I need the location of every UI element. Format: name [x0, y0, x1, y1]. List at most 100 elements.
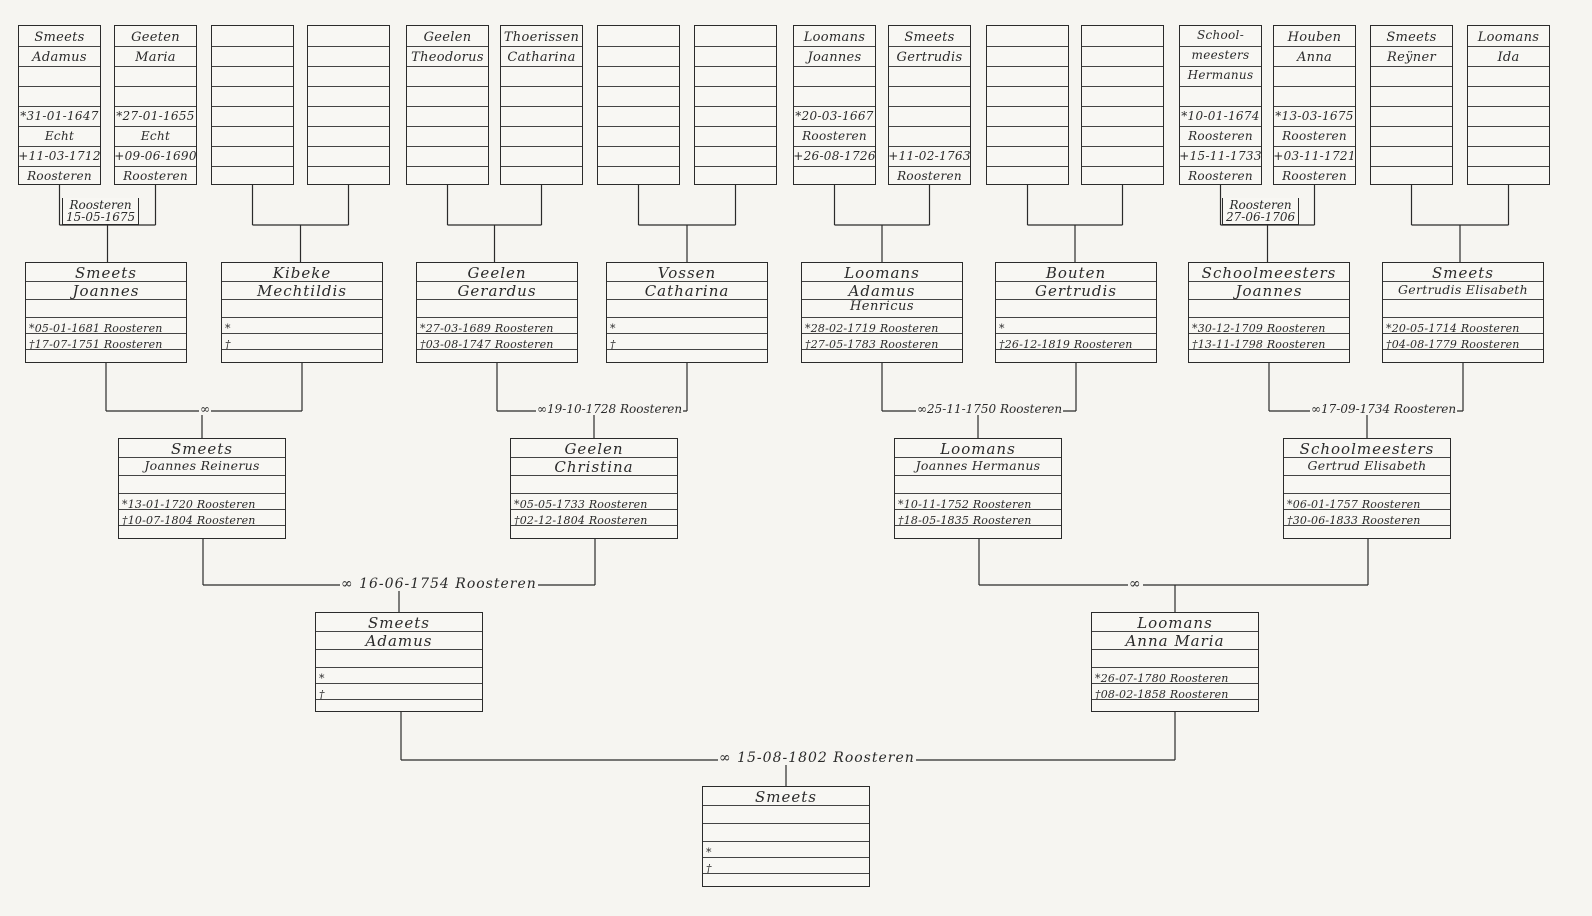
- marriage-text: 27-06-1706: [1226, 210, 1296, 224]
- ancestor-date-line: +26-08-1726: [793, 149, 876, 163]
- ruled-line: [1371, 46, 1452, 47]
- ruled-line: [222, 281, 382, 282]
- ruled-line: [212, 166, 293, 167]
- ruled-line: [212, 66, 293, 67]
- person-name-line: Kibeke: [272, 264, 332, 282]
- ancestor-date-line: +11-02-1763: [888, 149, 971, 163]
- ruled-line: [607, 281, 767, 282]
- ruled-line: [889, 166, 970, 167]
- ruled-line: [1468, 46, 1549, 47]
- ruled-line: [802, 333, 962, 334]
- ancestor-date-line: *31-01-1647: [20, 109, 99, 123]
- ruled-line: [1082, 126, 1163, 127]
- ruled-line: [501, 146, 582, 147]
- ruled-line: [407, 146, 488, 147]
- ruled-line: [115, 46, 196, 47]
- ancestor-date-line: +03-11-1721: [1273, 149, 1356, 163]
- ruled-line: [996, 299, 1156, 300]
- ruled-line: [987, 146, 1068, 147]
- ruled-line: [1383, 317, 1543, 318]
- ruled-line: [501, 126, 582, 127]
- ruled-line: [501, 106, 582, 107]
- ruled-line: [996, 317, 1156, 318]
- ruled-line: [308, 86, 389, 87]
- ruled-line: [1371, 166, 1452, 167]
- ruled-line: [115, 86, 196, 87]
- ruled-line: [119, 509, 285, 510]
- death-date: †02-12-1804 Roosteren: [514, 514, 648, 527]
- ruled-line: [19, 166, 100, 167]
- marriage-label: ∞19-10-1728 Roosteren: [536, 403, 684, 415]
- ruled-line: [1274, 86, 1355, 87]
- ancestor-name-line: Ida: [1497, 50, 1520, 65]
- ruled-line: [1180, 146, 1261, 147]
- ruled-line: [1082, 146, 1163, 147]
- ancestor-name-line: Loomans: [1477, 30, 1540, 45]
- ancestor-date-line: Roosteren: [123, 169, 188, 183]
- ruled-line: [511, 525, 677, 526]
- ancestor-card: [307, 25, 390, 185]
- ruled-line: [501, 86, 582, 87]
- person-name-line: Joannes: [72, 282, 140, 300]
- ruled-line: [1082, 106, 1163, 107]
- ruled-line: [794, 126, 875, 127]
- ruled-line: [1383, 349, 1543, 350]
- person-name-line: Joannes Hermanus: [915, 458, 1041, 473]
- marriage-text: Roosteren: [1229, 198, 1292, 212]
- ruled-line: [607, 333, 767, 334]
- person-name-line: Geelen: [467, 264, 527, 282]
- ruled-line: [1284, 457, 1450, 458]
- birth-date: *13-01-1720 Roosteren: [122, 498, 256, 511]
- ruled-line: [1082, 46, 1163, 47]
- birth-date: *20-05-1714 Roosteren: [1386, 322, 1520, 335]
- ruled-line: [1092, 631, 1258, 632]
- person-name-line: Anna Maria: [1125, 632, 1225, 650]
- ruled-line: [1180, 166, 1261, 167]
- ruled-line: [1189, 317, 1349, 318]
- ruled-line: [1092, 667, 1258, 668]
- ruled-line: [1189, 349, 1349, 350]
- ruled-line: [987, 166, 1068, 167]
- ruled-line: [794, 146, 875, 147]
- ruled-line: [222, 349, 382, 350]
- ruled-line: [889, 66, 970, 67]
- ancestor-name-line: School-: [1196, 28, 1245, 42]
- person-name-line: Smeets: [1432, 264, 1494, 282]
- ruled-line: [1274, 146, 1355, 147]
- person-name-line: Smeets: [171, 440, 233, 458]
- ruled-line: [802, 349, 962, 350]
- ruled-line: [1082, 66, 1163, 67]
- death-date: †: [610, 338, 616, 351]
- marriage-text: ∞ 15-08-1802 Roosteren: [719, 750, 915, 766]
- ruled-line: [794, 66, 875, 67]
- ruled-line: [598, 166, 679, 167]
- ruled-line: [1468, 146, 1549, 147]
- ruled-line: [308, 126, 389, 127]
- ruled-line: [607, 349, 767, 350]
- ruled-line: [1284, 493, 1450, 494]
- ruled-line: [1180, 126, 1261, 127]
- ruled-line: [1092, 649, 1258, 650]
- ancestor-name-line: meesters: [1191, 48, 1250, 62]
- ruled-line: [19, 106, 100, 107]
- death-date: †03-08-1747 Roosteren: [420, 338, 554, 351]
- ruled-line: [598, 126, 679, 127]
- ruled-line: [417, 349, 577, 350]
- ruled-line: [794, 86, 875, 87]
- ruled-line: [996, 349, 1156, 350]
- ruled-line: [1371, 86, 1452, 87]
- person-name-line: Schoolmeesters: [1299, 440, 1435, 458]
- birth-date: *: [225, 322, 231, 335]
- ruled-line: [1082, 166, 1163, 167]
- ruled-line: [511, 509, 677, 510]
- person-name-line: Vossen: [657, 264, 717, 282]
- ruled-line: [407, 166, 488, 167]
- ruled-line: [987, 66, 1068, 67]
- person-name-line: Gertrudis: [1035, 282, 1117, 300]
- ruled-line: [889, 46, 970, 47]
